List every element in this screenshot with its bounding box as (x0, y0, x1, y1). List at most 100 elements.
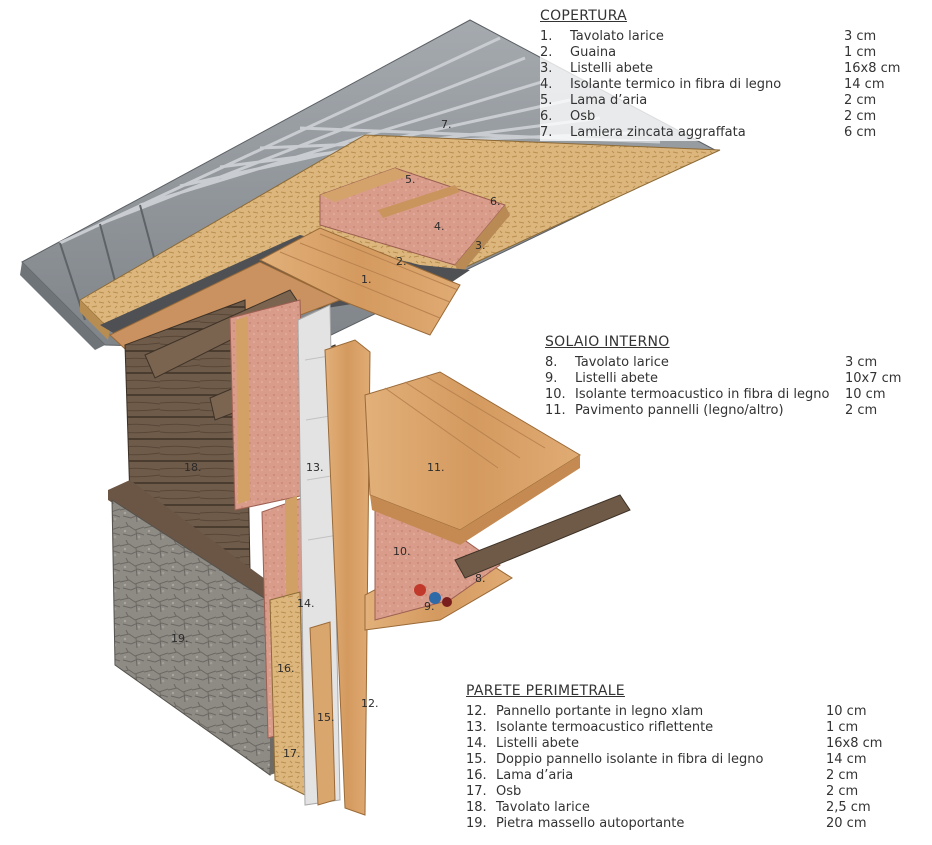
callout-4: 4. (434, 220, 445, 233)
legend-row-label: Guaina (570, 45, 617, 60)
callout-13: 13. (306, 461, 324, 474)
callout-10: 10. (393, 545, 411, 558)
floor-finish-panels (364, 371, 581, 545)
legend-row-number: 16. (466, 768, 487, 783)
callout-18: 18. (184, 461, 202, 474)
legend-row-value: 1 cm (826, 720, 859, 735)
legend-row-number: 10. (545, 387, 566, 402)
legend-row-label: Pietra massello autoportante (496, 816, 685, 831)
legend-row-number: 1. (540, 29, 553, 44)
callout-17: 17. (283, 747, 301, 760)
legend-row-label: Lamiera zincata aggraffata (570, 125, 746, 140)
callout-9: 9. (424, 600, 435, 613)
legend-row: 18. Tavolato larice 2,5 cm (466, 800, 906, 816)
legend-row: 2. Guaina 1 cm (540, 45, 910, 61)
legend-row: 3. Listelli abete 16x8 cm (540, 61, 910, 77)
legend-copertura-title: COPERTURA (540, 8, 628, 24)
legend-parete: PARETE PERIMETRALE 12. Pannello portante … (466, 683, 906, 832)
legend-row: 4. Isolante termico in fibra di legno 14 c… (540, 77, 910, 93)
callout-2: 2. (396, 255, 407, 268)
legend-row-number: 12. (466, 704, 487, 719)
legend-row-number: 5. (540, 93, 553, 108)
legend-row-label: Listelli abete (496, 736, 580, 751)
legend-row-value: 2 cm (844, 93, 877, 108)
legend-row-number: 3. (540, 61, 553, 76)
legend-row-value: 6 cm (844, 125, 877, 140)
legend-row-number: 14. (466, 736, 487, 751)
legend-solaio-title: SOLAIO INTERNO (545, 334, 670, 350)
legend-row-label: Tavolato larice (496, 800, 590, 815)
legend-row-value: 2 cm (845, 403, 878, 418)
callout-1: 1. (361, 273, 372, 286)
legend-row-number: 17. (466, 784, 487, 799)
legend-row-value: 14 cm (844, 77, 885, 92)
callout-3: 3. (475, 239, 486, 252)
roof-insulation-block (319, 167, 510, 275)
legend-row-number: 9. (545, 371, 558, 386)
legend-row: 9. Listelli abete 10x7 cm (545, 371, 915, 387)
callout-14: 14. (297, 597, 315, 610)
legend-row-number: 4. (540, 77, 553, 92)
legend-row-value: 3 cm (844, 29, 877, 44)
legend-row-number: 18. (466, 800, 487, 815)
legend-row-value: 3 cm (845, 355, 878, 370)
floor-assembly (364, 494, 631, 631)
legend-row-value: 16x8 cm (826, 736, 883, 751)
callout-15: 15. (317, 711, 335, 724)
legend-row: 15. Doppio pannello isolante in fibra di … (466, 752, 906, 768)
legend-row-number: 2. (540, 45, 553, 60)
legend-row-value: 2,5 cm (826, 800, 871, 815)
legend-row: 16. Lama d’aria 2 cm (466, 768, 906, 784)
legend-row-number: 7. (540, 125, 553, 140)
callout-11: 11. (427, 461, 445, 474)
legend-row-number: 6. (540, 109, 553, 124)
legend-row-value: 14 cm (826, 752, 867, 767)
callout-8: 8. (475, 572, 486, 585)
legend-row-label: Pannello portante in legno xlam (496, 704, 704, 719)
legend-row-label: Lama d’aria (496, 768, 574, 783)
legend-row-number: 8. (545, 355, 558, 370)
legend-row-label: Listelli abete (570, 61, 654, 76)
legend-row-value: 10 cm (826, 704, 867, 719)
legend-row: 19. Pietra massello autoportante 20 cm (466, 816, 906, 832)
wall-osb-layer (269, 591, 306, 796)
legend-row-label: Doppio pannello isolante in fibra di leg… (496, 752, 764, 767)
legend-row-label: Isolante termico in fibra di legno (570, 77, 782, 92)
legend-row-value: 16x8 cm (844, 61, 901, 76)
legend-row-value: 2 cm (826, 768, 859, 783)
legend-row-number: 11. (545, 403, 566, 418)
legend-row: 11.Pavimento pannelli (legno/altro)2 cm (545, 403, 915, 419)
legend-row-number: 15. (466, 752, 487, 767)
legend-parete-title: PARETE PERIMETRALE (466, 683, 625, 699)
legend-row-value: 10x7 cm (845, 371, 902, 386)
legend-row-number: 19. (466, 816, 487, 831)
legend-row: 12. Pannello portante in legno xlam 10 cm (466, 704, 906, 720)
legend-row: 5. Lama d’aria 2 cm (540, 93, 910, 109)
legend-row: 7. Lamiera zincata aggraffata 6 cm (540, 125, 910, 141)
callout-12: 12. (361, 697, 379, 710)
callout-5: 5. (405, 173, 416, 186)
legend-row-value: 2 cm (844, 109, 877, 124)
legend-row-label: Tavolato larice (575, 355, 669, 370)
legend-row-label: Isolante termoacustico riflettente (496, 720, 714, 735)
callout-7: 7. (441, 118, 452, 131)
legend-solaio-rows: 8. Tavolato larice 3 cm 9. Listelli abete 10x… (545, 355, 915, 419)
legend-row-label: Listelli abete (575, 371, 659, 386)
legend-row-value: 1 cm (844, 45, 877, 60)
legend-row-label: Lama d’aria (570, 93, 648, 108)
wall-xlam-panel (309, 339, 371, 816)
legend-row: 10.Isolante termoacustico in fibra di le… (545, 387, 915, 403)
legend-row: 8. Tavolato larice 3 cm (545, 355, 915, 371)
legend-row-value: 20 cm (826, 816, 867, 831)
legend-solaio: SOLAIO INTERNO 8. Tavolato larice 3 cm 9. Li… (545, 334, 915, 419)
legend-row: 14. Listelli abete 16x8 cm (466, 736, 906, 752)
